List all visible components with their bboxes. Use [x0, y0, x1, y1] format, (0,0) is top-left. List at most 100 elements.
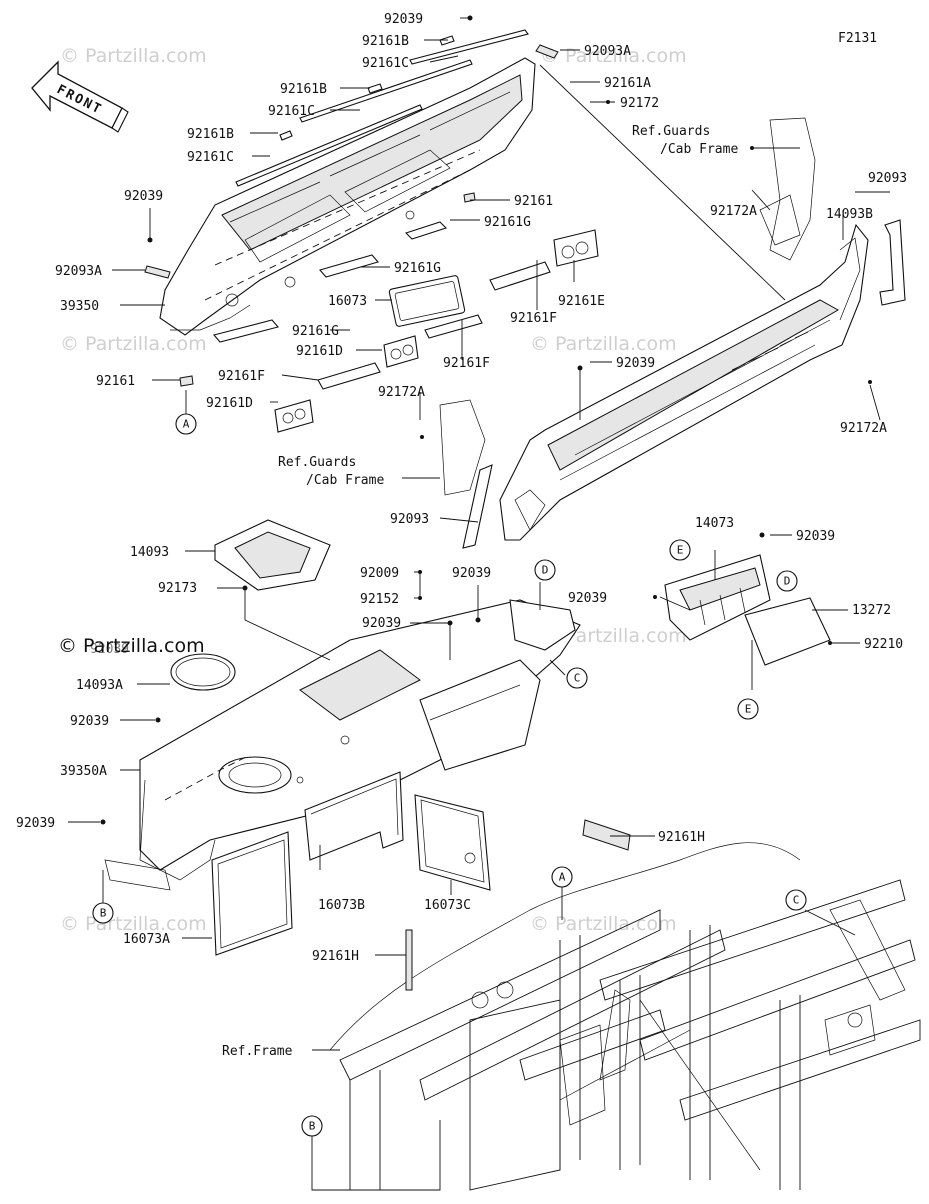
part-label: 39350 — [60, 299, 99, 314]
part-label: 92161D — [296, 344, 343, 359]
side-panel-14093B — [439, 117, 906, 549]
gasket-panels — [211, 771, 491, 956]
watermarks: © Partzilla.com © Partzilla.com © Partzi… — [58, 45, 687, 935]
part-label: 39350A — [60, 764, 107, 779]
callout-circles: A D C E D E B A C B — [92, 413, 807, 1137]
rear-panel-39350 — [159, 57, 536, 336]
svg-text:A: A — [183, 418, 190, 431]
decal-strips — [144, 29, 559, 279]
part-label: 16073C — [424, 898, 471, 913]
ref-cab-frame-label: /Cab Frame — [660, 142, 738, 157]
front-direction-arrow: FRONT — [31, 60, 129, 133]
leader-lines — [68, 17, 890, 1191]
callout-E: E — [737, 698, 759, 720]
gasket-set-left — [179, 192, 599, 433]
reference-labels: Ref.Guards /Cab Frame Ref.Guards /Cab Fr… — [222, 124, 738, 1059]
part-label: 92173 — [158, 581, 197, 596]
ring-14093A — [170, 653, 236, 691]
watermark-text: © Partzilla.com — [530, 913, 677, 935]
ref-guards-label: Ref.Guards — [632, 124, 710, 139]
part-label: 92161A — [604, 76, 651, 91]
svg-text:B: B — [309, 1120, 316, 1133]
callout-C: C — [566, 667, 588, 689]
callout-B: B — [301, 1115, 323, 1137]
part-label: 92161 — [96, 374, 135, 389]
box-14073 — [664, 554, 831, 666]
part-label: 92039 — [384, 12, 423, 27]
part-label: 92039 — [362, 616, 401, 631]
part-label: 92161H — [658, 830, 705, 845]
part-label: 92172 — [620, 96, 659, 111]
part-label: 92009 — [360, 566, 399, 581]
part-label: 92161 — [514, 194, 553, 209]
svg-text:C: C — [574, 672, 581, 685]
part-label: 92161E — [558, 294, 605, 309]
svg-text:E: E — [745, 703, 752, 716]
part-label: 92161G — [394, 261, 441, 276]
watermark-text: © Partzilla.com — [60, 45, 207, 67]
part-label: 92093A — [584, 44, 631, 59]
part-label: 92161B — [280, 82, 327, 97]
ref-cab-frame-label: /Cab Frame — [306, 473, 384, 488]
callout-B: B — [92, 902, 114, 924]
callout-D: D — [776, 570, 798, 592]
part-label: 92161F — [443, 356, 490, 371]
svg-text:E: E — [677, 544, 684, 557]
part-label: 13272 — [852, 603, 891, 618]
part-label: 92161F — [218, 369, 265, 384]
part-label: 92039 — [616, 356, 655, 371]
callout-A: A — [551, 866, 573, 888]
part-label: 14093B — [826, 207, 873, 222]
part-label: 92161F — [510, 311, 557, 326]
part-label: 92039 — [452, 566, 491, 581]
leader-line — [539, 64, 786, 301]
part-label: 92161C — [268, 104, 315, 119]
part-label: 92039 — [70, 714, 109, 729]
callout-E: E — [669, 539, 691, 561]
callout-A: A — [175, 413, 197, 435]
part-label: 92093 — [868, 171, 907, 186]
part-label: 16073B — [318, 898, 365, 913]
ref-guards-label: Ref.Guards — [278, 455, 356, 470]
part-label: 92161B — [187, 127, 234, 142]
part-label: 92093A — [55, 264, 102, 279]
part-label: 92161H — [312, 949, 359, 964]
part-label: 14093A — [76, 678, 123, 693]
part-label: 92172A — [710, 204, 757, 219]
part-label: 16073A — [123, 932, 170, 947]
figure-id: F2131 — [838, 31, 877, 46]
watermark-text: © Partzilla.com — [530, 333, 677, 355]
ref-frame-label: Ref.Frame — [222, 1044, 293, 1059]
svg-text:D: D — [542, 564, 549, 577]
part-label: 92039 — [796, 529, 835, 544]
part-label: 14073 — [695, 516, 734, 531]
watermark-text: © Partzilla.com — [60, 333, 207, 355]
part-label: 92172A — [840, 421, 887, 436]
part-label: 92039 — [16, 816, 55, 831]
part-label: 92152 — [360, 592, 399, 607]
part-label: 92161C — [187, 150, 234, 165]
part-label: 92093 — [390, 512, 429, 527]
part-label: 92172A — [378, 385, 425, 400]
part-number-labels: 92039 92161B 92161C 92093A 92161A 92172 … — [16, 12, 907, 964]
fasteners — [100, 15, 872, 825]
part-label: 92161G — [292, 324, 339, 339]
part-label: 14093 — [130, 545, 169, 560]
tray-14093 — [214, 519, 331, 591]
part-label: 92039 — [124, 189, 163, 204]
svg-text:D: D — [784, 575, 791, 588]
part-label: 92161B — [362, 34, 409, 49]
frame-bottom — [329, 819, 921, 1191]
part-label: 16073 — [328, 294, 367, 309]
svg-text:B: B — [100, 907, 107, 920]
part-label: 92161D — [206, 396, 253, 411]
part-label: 92161G — [484, 215, 531, 230]
callout-D: D — [534, 559, 556, 581]
center-deck-39350A — [104, 599, 581, 891]
part-label: 92210 — [864, 637, 903, 652]
callout-C: C — [785, 889, 807, 911]
part-label: 92161C — [362, 56, 409, 71]
svg-text:C: C — [793, 894, 800, 907]
